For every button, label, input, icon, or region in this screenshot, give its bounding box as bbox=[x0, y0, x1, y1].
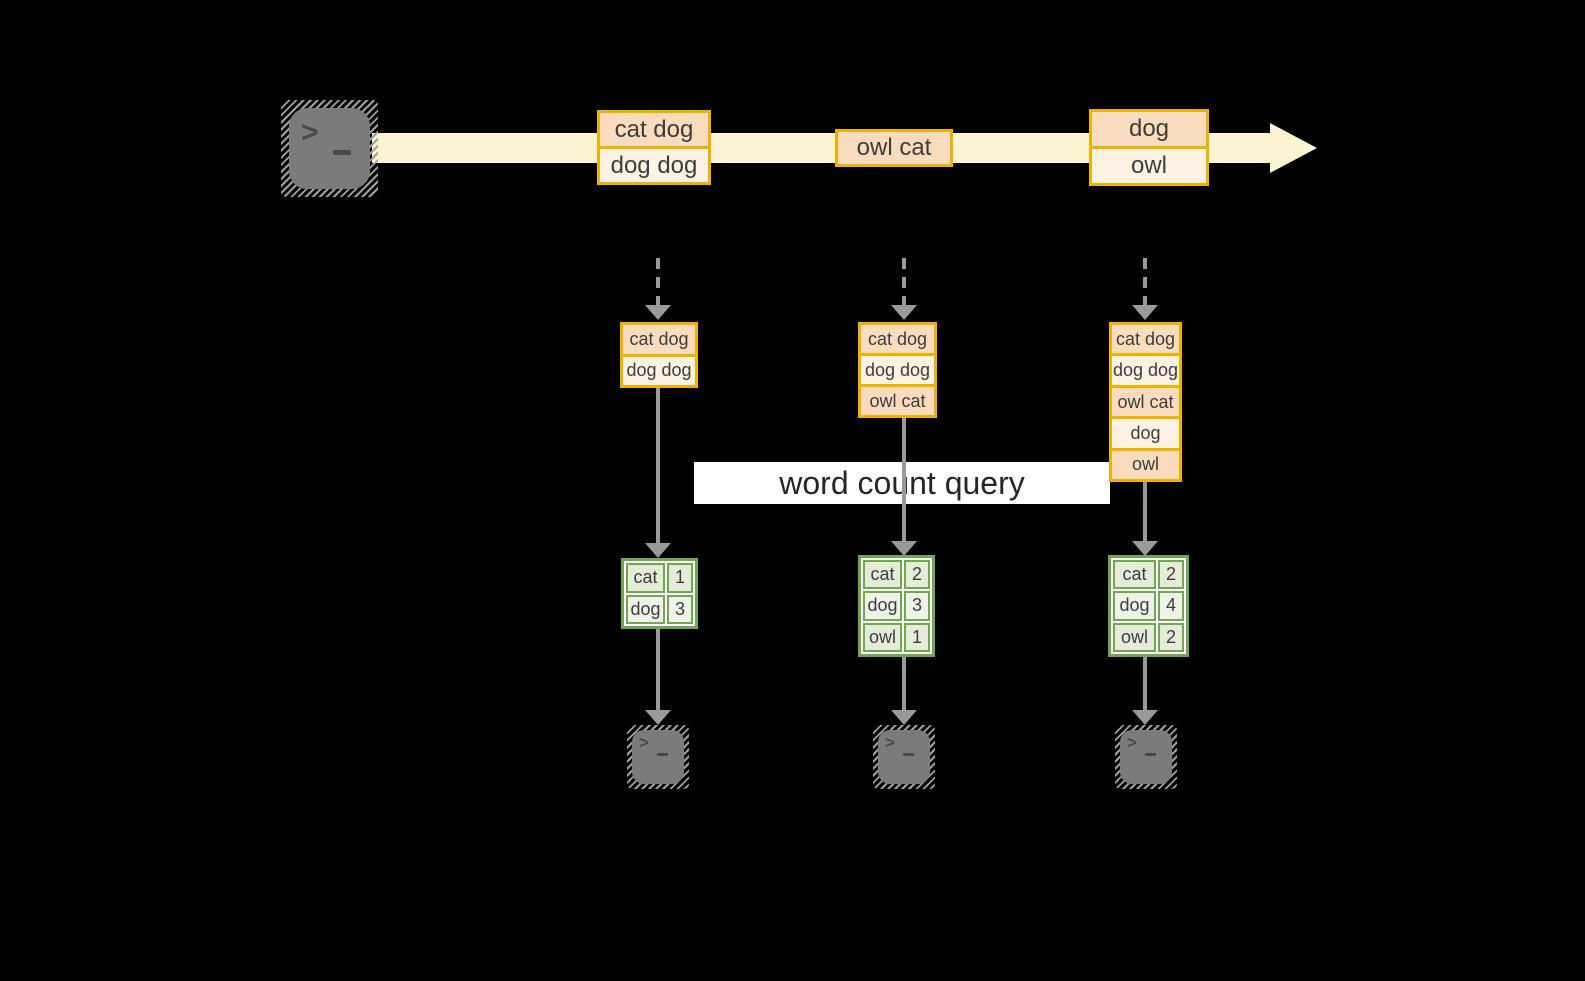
arrow-head bbox=[891, 710, 917, 725]
timeline-message-group-1: cat dog dog dog bbox=[597, 110, 711, 185]
log-entry: dog dog bbox=[623, 353, 695, 385]
count-cell: 2 bbox=[1158, 560, 1184, 590]
timeline-message-group-3: dog owl bbox=[1089, 109, 1209, 186]
word-count-table-1: cat 1 dog 3 bbox=[621, 558, 698, 629]
terminal-cursor-icon bbox=[657, 753, 668, 756]
word-count-table-2: cat 2 dog 3 owl 1 bbox=[858, 555, 935, 657]
terminal-cursor-icon bbox=[333, 150, 351, 155]
ingest-arrow-icon bbox=[891, 258, 917, 320]
timeline-message: owl bbox=[1092, 146, 1206, 183]
terminal-prompt-icon: > bbox=[885, 733, 895, 752]
log-entry: cat dog bbox=[623, 325, 695, 354]
arrow-head bbox=[645, 543, 671, 558]
count-cell: 1 bbox=[904, 622, 930, 652]
arrow-shaft bbox=[1143, 482, 1147, 544]
arrow-shaft bbox=[902, 418, 906, 544]
query-arrow-icon bbox=[1132, 482, 1158, 556]
log-entry: dog dog bbox=[1112, 353, 1179, 385]
log-entry: owl cat bbox=[861, 384, 934, 415]
count-cell: 4 bbox=[1158, 591, 1184, 621]
arrow-head bbox=[891, 305, 917, 320]
ingest-arrow-icon bbox=[1132, 258, 1158, 320]
log-entry: owl bbox=[1112, 447, 1179, 480]
word-cell: cat bbox=[863, 560, 902, 590]
arrow-shaft bbox=[656, 628, 660, 713]
timeline-message: owl cat bbox=[838, 132, 950, 164]
arrow-shaft bbox=[902, 258, 906, 308]
terminal-sink-icon: > bbox=[1115, 725, 1177, 789]
count-cell: 3 bbox=[904, 591, 930, 621]
arrow-shaft bbox=[656, 258, 660, 308]
terminal-cursor-icon bbox=[1145, 753, 1156, 756]
arrow-shaft bbox=[1143, 258, 1147, 308]
stream-timeline-arrowhead-icon bbox=[1270, 123, 1317, 173]
count-cell: 1 bbox=[667, 563, 693, 593]
log-entry: owl cat bbox=[1112, 384, 1179, 417]
log-entry: dog bbox=[1112, 416, 1179, 448]
arrow-head bbox=[645, 305, 671, 320]
terminal-screen: > bbox=[1120, 730, 1172, 784]
word-cell: dog bbox=[626, 594, 665, 624]
log-entry: cat dog bbox=[861, 325, 934, 353]
timeline-message: cat dog bbox=[600, 113, 708, 146]
word-cell: owl bbox=[863, 622, 902, 652]
word-cell: cat bbox=[1113, 560, 1156, 590]
terminal-screen: > bbox=[632, 730, 684, 784]
timeline-message: dog bbox=[1092, 112, 1206, 146]
arrow-head bbox=[645, 710, 671, 725]
ingest-arrow-icon bbox=[645, 258, 671, 320]
word-cell: dog bbox=[1113, 591, 1156, 621]
count-cell: 2 bbox=[904, 560, 930, 590]
query-arrow-icon bbox=[891, 418, 917, 556]
arrow-head bbox=[1132, 541, 1158, 556]
log-stack-1: cat dog dog dog bbox=[620, 322, 698, 388]
word-cell: owl bbox=[1113, 622, 1156, 652]
terminal-prompt-icon: > bbox=[1127, 733, 1137, 752]
log-entry: cat dog bbox=[1112, 325, 1179, 354]
arrow-head bbox=[1132, 305, 1158, 320]
log-entry: dog dog bbox=[861, 353, 934, 384]
word-cell: cat bbox=[626, 563, 665, 593]
arrow-shaft bbox=[902, 655, 906, 713]
timeline-message: dog dog bbox=[600, 146, 708, 182]
terminal-sink-icon: > bbox=[873, 725, 935, 789]
output-arrow-icon bbox=[891, 655, 917, 725]
terminal-screen: > bbox=[878, 730, 930, 784]
output-arrow-icon bbox=[1132, 655, 1158, 725]
word-count-table-3: cat 2 dog 4 owl 2 bbox=[1108, 555, 1189, 657]
terminal-prompt-icon: > bbox=[639, 733, 649, 752]
arrow-head bbox=[891, 541, 917, 556]
terminal-cursor-icon bbox=[903, 753, 914, 756]
terminal-prompt-icon: > bbox=[301, 116, 319, 149]
arrow-shaft bbox=[1143, 655, 1147, 713]
log-stack-3: cat dog dog dog owl cat dog owl bbox=[1109, 322, 1182, 482]
word-cell: dog bbox=[863, 591, 902, 621]
count-cell: 2 bbox=[1158, 622, 1184, 652]
terminal-source-icon: > bbox=[281, 100, 378, 197]
output-arrow-icon bbox=[645, 628, 671, 725]
arrow-shaft bbox=[656, 388, 660, 546]
log-stack-2: cat dog dog dog owl cat bbox=[858, 322, 937, 418]
query-arrow-icon bbox=[645, 388, 671, 558]
count-cell: 3 bbox=[667, 594, 693, 624]
terminal-screen: > bbox=[289, 108, 370, 189]
arrow-head bbox=[1132, 710, 1158, 725]
timeline-message-group-2: owl cat bbox=[835, 129, 953, 167]
terminal-sink-icon: > bbox=[627, 725, 689, 789]
